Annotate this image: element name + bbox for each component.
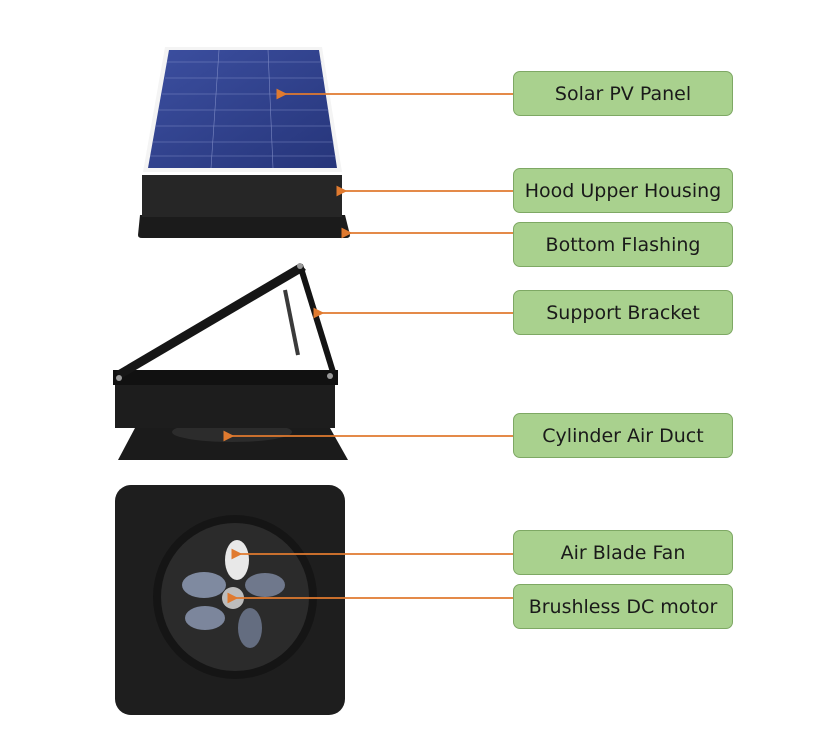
pointer-lines <box>223 88 513 604</box>
label-solar-pv-panel: Solar PV Panel <box>513 71 733 116</box>
label-air-blade-fan: Air Blade Fan <box>513 530 733 575</box>
label-support-bracket: Support Bracket <box>513 290 733 335</box>
label-bottom-flashing: Bottom Flashing <box>513 222 733 267</box>
solar-vent-side-view <box>113 263 348 460</box>
solar-vent-top-view <box>138 47 350 238</box>
label-brushless-dc-motor: Brushless DC motor <box>513 584 733 629</box>
label-hood-upper-housing: Hood Upper Housing <box>513 168 733 213</box>
solar-vent-bottom-view <box>115 485 345 715</box>
label-cylinder-air-duct: Cylinder Air Duct <box>513 413 733 458</box>
